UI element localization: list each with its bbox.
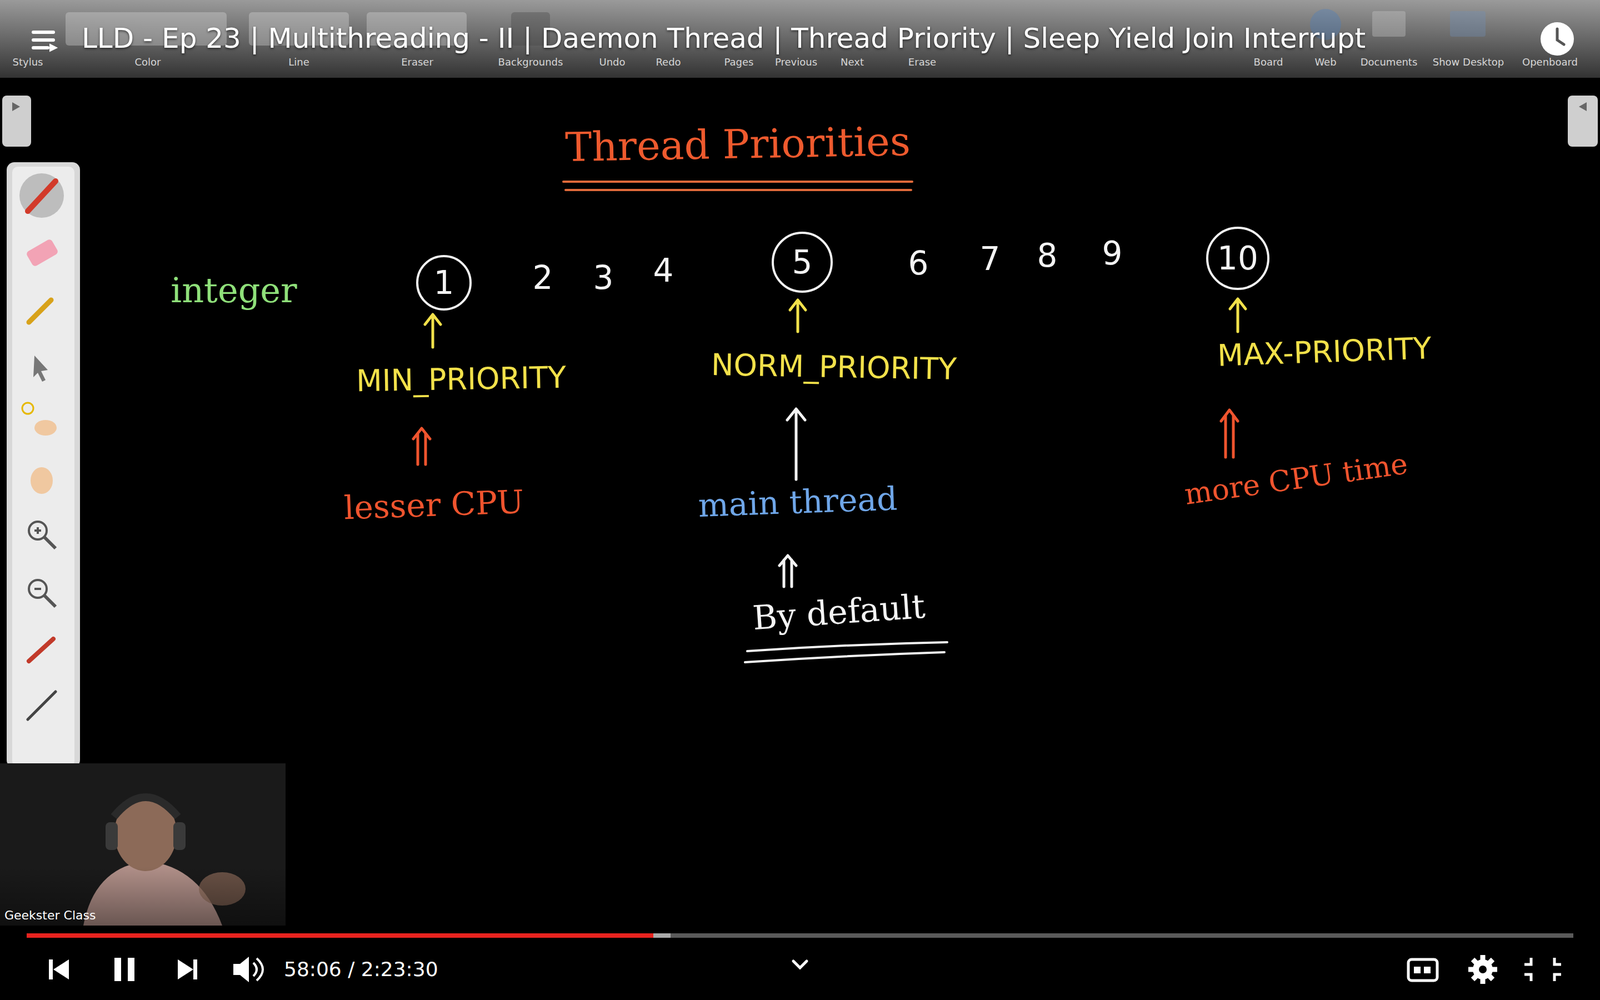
priority-number: 3 [593, 259, 614, 297]
constant-name: MAX-PRIORITY [1216, 331, 1432, 374]
time-display: 58:06 / 2:23:30 [283, 957, 439, 981]
toolbar-label: Stylus [12, 56, 44, 69]
constant-name: MIN_PRIORITY [356, 360, 567, 399]
priority-circle: 1 [416, 255, 472, 311]
toolbar-label: Show Desktop [1432, 56, 1505, 69]
priority-number: 8 [1037, 237, 1058, 275]
priority-number: 9 [1102, 235, 1123, 273]
note: lesser CPU [343, 483, 525, 527]
toolbar-label: Next [840, 56, 864, 69]
priority-circle: 10 [1206, 226, 1270, 290]
circle-number: 1 [433, 266, 455, 299]
toolbar-label: Color [135, 56, 162, 69]
priority-number: 2 [532, 259, 554, 297]
player-controls [48, 955, 1562, 984]
toolbar-label: Undo [598, 56, 625, 69]
progress-bar [26, 933, 1574, 938]
board-title: Thread Priorities [565, 118, 912, 171]
constant-name: NORM_PRIORITY [711, 347, 958, 387]
circle-number: 5 [792, 246, 813, 279]
toolbar-label: Web [1314, 56, 1337, 69]
channel-name: Geekster Class [4, 908, 96, 923]
priority-number: 4 [653, 252, 674, 290]
board-arrows [413, 181, 1246, 663]
note: main thread [697, 480, 898, 524]
toolbar-label: Board [1253, 56, 1284, 69]
priority-number: 6 [908, 245, 929, 283]
circle-number: 10 [1217, 242, 1259, 275]
note: more CPU time [1182, 447, 1410, 512]
clock-icon [1540, 22, 1574, 56]
toolbar-label: Previous [775, 56, 818, 69]
toolbar-label: Erase [908, 56, 937, 69]
type-note: integer [170, 270, 297, 310]
video-title: LLD - Ep 23 | Multithreading - II | Daem… [81, 22, 1366, 55]
toolbar-label: Documents [1360, 56, 1418, 69]
priority-circle: 5 [771, 231, 833, 293]
tool-palette [6, 162, 80, 768]
toolbar-label: Redo [655, 56, 681, 69]
menu-icon [33, 32, 57, 52]
toolbar-label: Openboard [1522, 56, 1578, 69]
note: By default [751, 587, 927, 638]
title-bar [0, 0, 1600, 78]
toolbar-label: Line [288, 56, 310, 69]
toolbar-label: Eraser [401, 56, 434, 69]
toolbar-label: Pages [724, 56, 754, 69]
priority-number: 7 [980, 240, 1001, 278]
controls-shade [0, 866, 1600, 1000]
toolbar-label: Backgrounds [498, 56, 564, 69]
